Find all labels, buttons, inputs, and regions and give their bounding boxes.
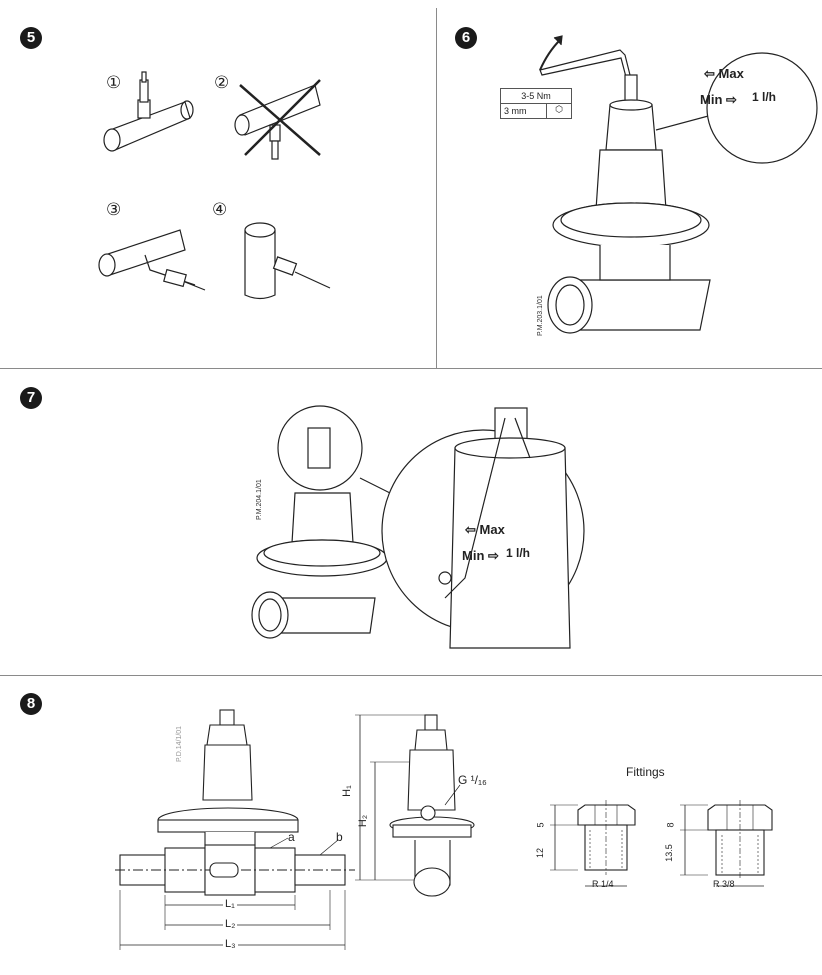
option-2-label: ② (214, 73, 230, 92)
seal-dial-max-label: ⇦ Max (465, 522, 505, 537)
pipe-tee-illustrations (98, 71, 331, 300)
seal-dial-flow-label: 1 l/h (506, 546, 531, 560)
thread-label: G ¹/₁₆ (458, 773, 487, 787)
dimension-drawing-front (115, 709, 355, 950)
dial-min-label: Min ⇨ (700, 92, 737, 107)
dim-L3: L₃ (223, 938, 238, 950)
fitting1-bottom-dim: 12 (535, 847, 546, 859)
fitting2-top-dim: 8 (665, 822, 676, 828)
fitting1-top-dim: 5 (535, 822, 546, 828)
dial-max-text: Max (718, 66, 744, 81)
step-6-badge: 6 (455, 27, 477, 49)
hex-icon: ⬡ (555, 104, 563, 114)
valve-sealing-illustration (251, 405, 585, 649)
seal-dial-min-text: Min (462, 548, 485, 563)
seal-wire (444, 417, 531, 599)
fitting-r14 (550, 800, 636, 887)
hex-key-size: 3 mm (501, 104, 547, 118)
fitting1-thread: R 1/4 (592, 879, 614, 889)
tee-sensor-top (103, 71, 194, 152)
option-3-label: ③ (106, 200, 122, 219)
fittings-title: Fittings (626, 765, 665, 779)
fitting-r38 (680, 800, 773, 887)
label-a: a (288, 830, 295, 844)
fitting2-thread: R 3/8 (713, 879, 735, 889)
rotate-arrow (539, 39, 561, 71)
step-8-badge: 8 (20, 693, 42, 715)
step-7-ref: P.M.204.1/01 (256, 479, 263, 520)
torque-spec-table: 3-5 Nm 3 mm ⬡ (500, 88, 572, 119)
step-8-ref: P.D.14/1/01 (176, 725, 183, 762)
tee-vertical-sensor (244, 222, 331, 300)
label-b: b (336, 830, 343, 844)
fitting-drawings (550, 800, 773, 887)
divider-middle (0, 675, 822, 676)
seal-dial-min-label: Min ⇨ (462, 548, 499, 563)
option-1-label: ① (106, 73, 122, 92)
tee-sensor-side (98, 229, 206, 291)
step-6-ref: P.M.203.1/01 (537, 295, 544, 336)
tee-sensor-bottom-crossed (234, 79, 321, 160)
option-4-label: ④ (212, 200, 228, 219)
divider-top (0, 368, 822, 369)
dim-L2: L₂ (223, 918, 238, 930)
hex-key (539, 49, 631, 78)
dimension-drawing-side (355, 714, 475, 897)
step-7-badge: 7 (20, 387, 42, 409)
dim-H2: H₂ (357, 814, 370, 828)
dial-max-label: ⇦ Max (704, 66, 744, 81)
dim-H1: H₁ (340, 785, 353, 797)
fitting2-bottom-dim: 13.5 (663, 844, 674, 862)
dial-min-text: Min (700, 92, 723, 107)
valve-adjustment-illustration (539, 35, 818, 334)
divider-vertical (436, 8, 437, 368)
torque-value: 3-5 Nm (501, 89, 571, 104)
dim-L1: L₁ (223, 898, 237, 910)
step-5-badge: 5 (20, 27, 42, 49)
dial-flow-label: 1 l/h (752, 90, 777, 104)
seal-dial-max-text: Max (479, 522, 505, 537)
